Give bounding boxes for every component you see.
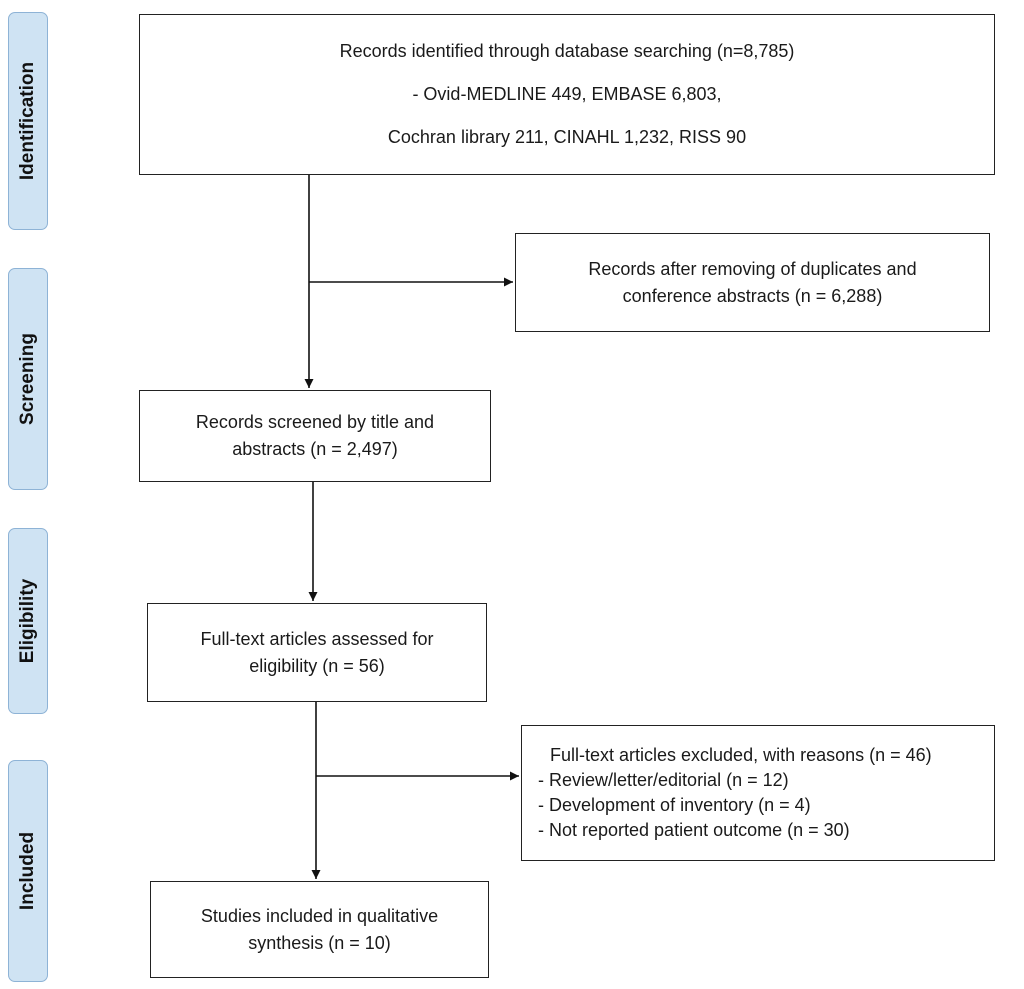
- removed-line-2: conference abstracts (n = 6,288): [622, 285, 883, 306]
- removed-line-1: Records after removing of duplicates and: [588, 258, 917, 279]
- stage-included: Included: [8, 760, 48, 982]
- box-fulltext-assessed: Full-text articles assessed for eligibil…: [147, 603, 487, 702]
- identified-line-2: - Ovid-MEDLINE 449, EMBASE 6,803,: [412, 84, 722, 104]
- excluded-reason-3: - Not reported patient outcome (n = 30): [538, 820, 850, 840]
- identified-line-3: Cochran library 211, CINAHL 1,232, RISS …: [387, 127, 747, 147]
- included-line-1: Studies included in qualitative: [200, 905, 439, 926]
- fulltext-line-1: Full-text articles assessed for: [200, 628, 434, 649]
- included-line-2: synthesis (n = 10): [248, 932, 391, 953]
- fulltext-line-2: eligibility (n = 56): [249, 655, 385, 676]
- excluded-reason-2: - Development of inventory (n = 4): [538, 795, 811, 815]
- excluded-reason-1: - Review/letter/editorial (n = 12): [538, 770, 789, 790]
- screened-line-1: Records screened by title and: [195, 412, 435, 432]
- excluded-line-1: Full-text articles excluded, with reason…: [550, 745, 932, 765]
- box-records-screened: Records screened by title and abstracts …: [139, 390, 491, 482]
- stage-eligibility: Eligibility: [8, 528, 48, 714]
- identified-line-1: Records identified through database sear…: [339, 41, 795, 61]
- box-records-identified: Records identified through database sear…: [139, 14, 995, 175]
- box-studies-included: Studies included in qualitative synthesi…: [150, 881, 489, 978]
- stage-identification: Identification: [8, 12, 48, 230]
- screened-line-2: abstracts (n = 2,497): [232, 439, 398, 459]
- box-records-removed: Records after removing of duplicates and…: [515, 233, 990, 332]
- box-fulltext-excluded: Full-text articles excluded, with reason…: [521, 725, 995, 861]
- stage-screening: Screening: [8, 268, 48, 490]
